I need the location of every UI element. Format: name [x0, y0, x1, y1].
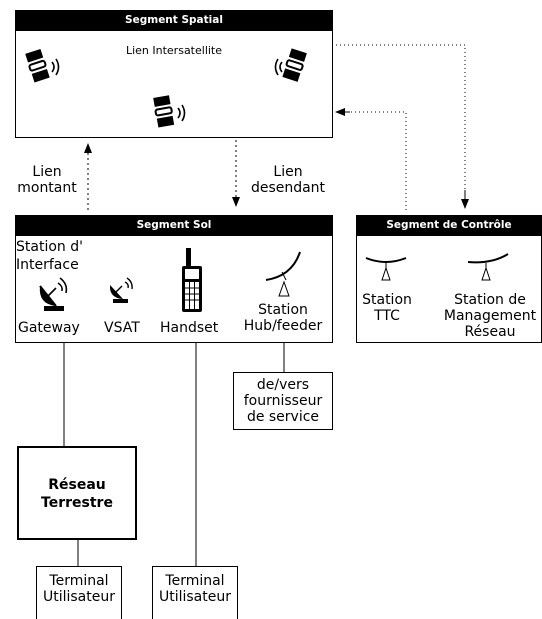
intersatellite-label: Lien Intersatellite — [125, 44, 223, 57]
control-to-space-line — [338, 111, 407, 210]
ground-segment-box: Segment Sol — [15, 215, 333, 343]
vsat-label: VSAT — [104, 320, 140, 336]
control-segment-title: Segment de Contrôle — [357, 216, 541, 236]
satellite-dish-icon — [109, 277, 133, 303]
space-to-control-line — [332, 44, 466, 208]
satellite-icon — [153, 95, 186, 128]
space-segment-box: Segment Spatial — [15, 10, 333, 138]
gateway-label: Gateway — [18, 320, 80, 336]
interface-station-label: Station d'Interface — [16, 239, 83, 273]
handset-icon — [182, 248, 202, 312]
antenna-icon — [265, 251, 301, 297]
space-segment-title: Segment Spatial — [16, 11, 332, 31]
ground-segment-title: Segment Sol — [16, 216, 332, 236]
handset-label: Handset — [160, 320, 219, 336]
satellite-icon — [25, 48, 60, 83]
antenna-icon — [365, 257, 407, 281]
satellite-icon — [274, 48, 307, 82]
antenna-icon — [467, 253, 509, 281]
satellite-dish-icon — [39, 277, 68, 311]
